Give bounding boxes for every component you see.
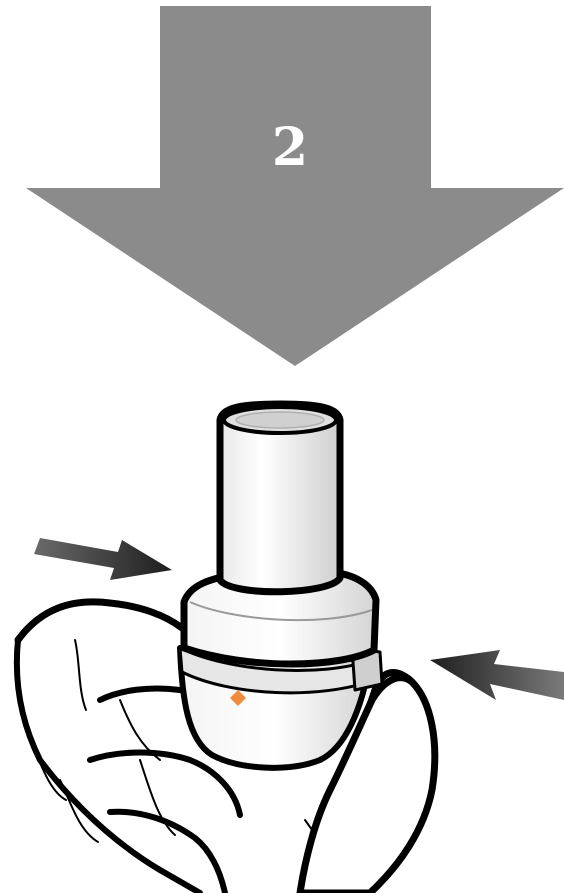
press-arrow-left-icon (430, 650, 564, 700)
inhaler-icon (180, 404, 382, 768)
press-arrow-right-icon (34, 538, 172, 580)
step-number: 2 (240, 108, 340, 188)
